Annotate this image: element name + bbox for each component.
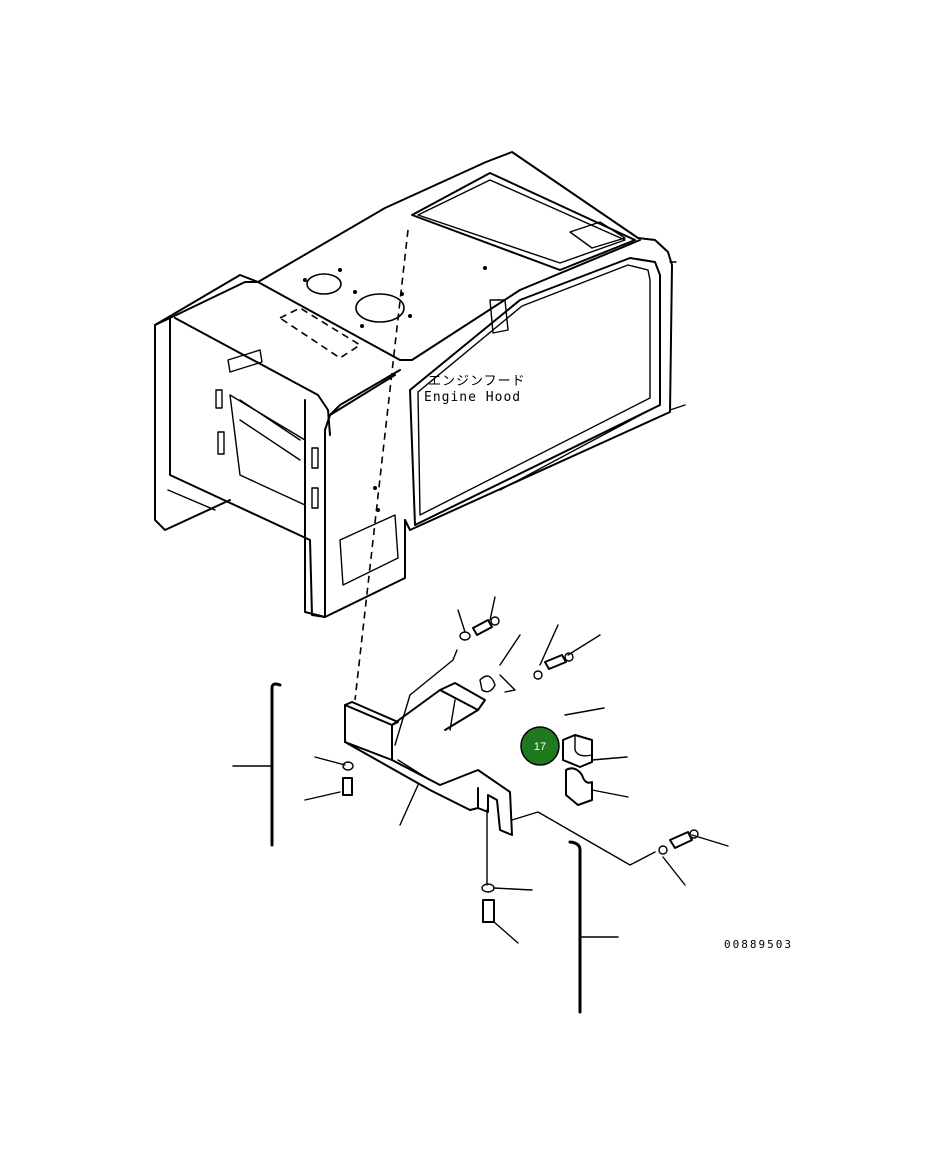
clamp-block-lower: [565, 767, 593, 806]
hose-right: [568, 840, 582, 1014]
bolt-top-2: [533, 652, 574, 680]
callout-17[interactable]: 17: [520, 726, 560, 766]
clamp-block-upper: [562, 734, 593, 768]
drawing-code: 00889503: [724, 938, 793, 951]
engine-hood-label-en: Engine Hood: [424, 390, 521, 405]
bolt-left: [342, 761, 354, 796]
engine-hood-assembly: [154, 151, 686, 618]
mounting-bracket: [344, 682, 513, 836]
leader-lines: [232, 596, 729, 944]
callout-17-number: 17: [534, 741, 546, 753]
bolt-right: [658, 829, 699, 855]
assembly-leader-line: [354, 229, 409, 701]
hose-left: [270, 682, 282, 847]
bolt-bottom: [481, 883, 495, 923]
washer-clip: [479, 674, 516, 693]
bolt-top-1: [459, 616, 500, 641]
engine-hood-label-jp: エンジンフード: [428, 374, 526, 389]
